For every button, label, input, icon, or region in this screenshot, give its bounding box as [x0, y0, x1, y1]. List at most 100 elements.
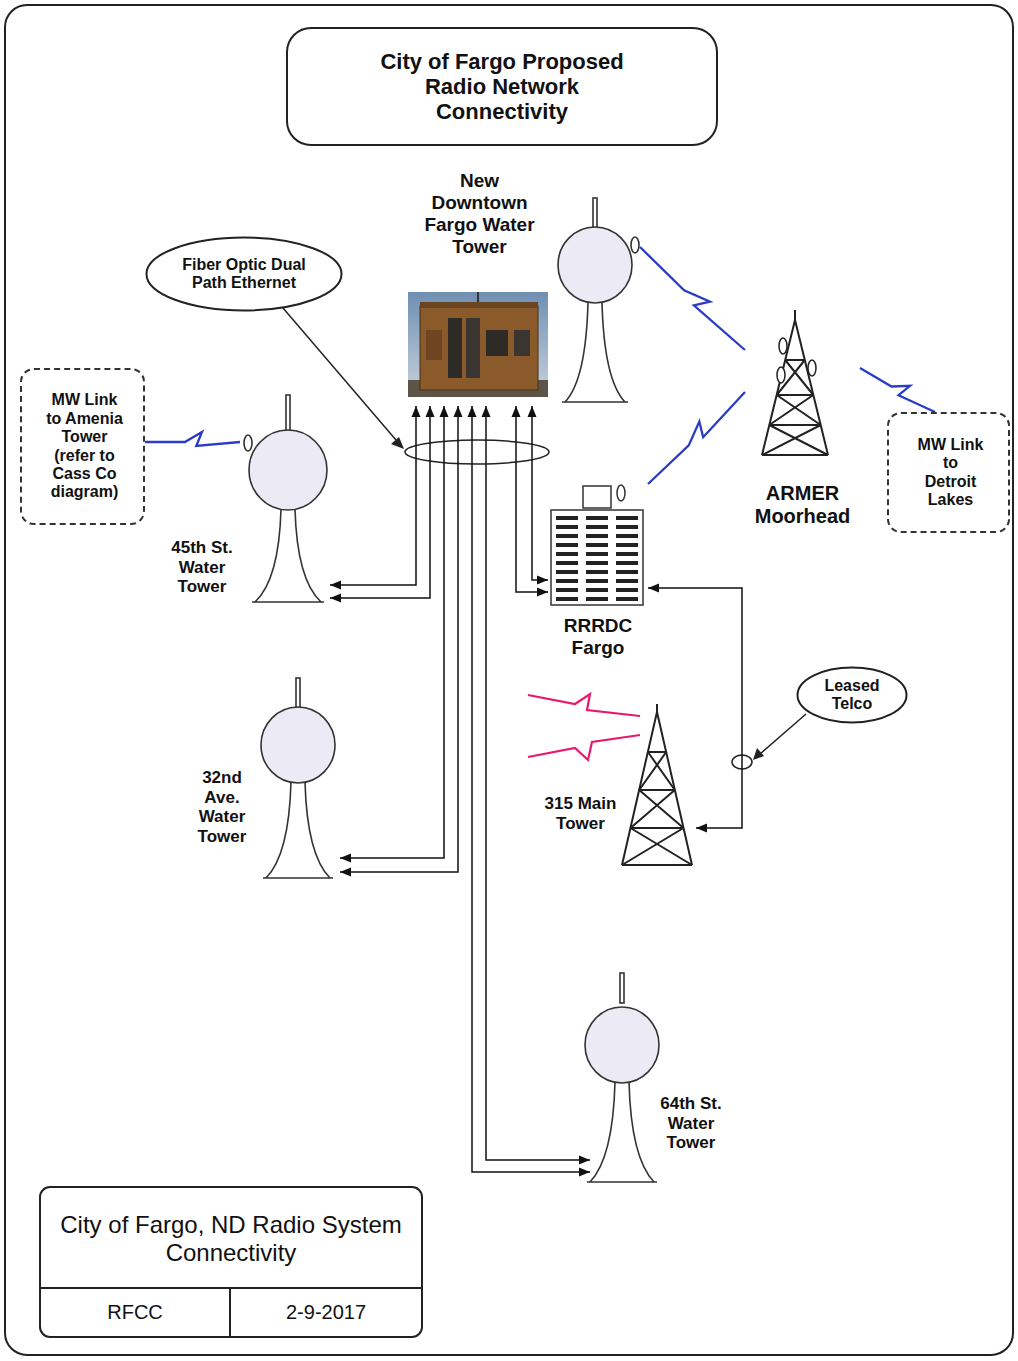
water-tower: 45th St. Water Tower [240, 392, 330, 605]
shelter-photo [408, 292, 548, 397]
arrowhead [482, 406, 491, 417]
title-block-cell: RFCC [46, 1301, 224, 1324]
arrowhead [537, 588, 548, 597]
node-label: 32nd Ave. Water Tower [188, 768, 256, 846]
ellipse-shape [147, 238, 342, 311]
node-text-wrap: New Downtown Fargo Water Tower [417, 170, 542, 257]
node-label: ARMER Moorhead [745, 482, 860, 528]
node-text-wrap: Leased Telco [811, 677, 893, 714]
connector-line [340, 406, 458, 872]
building-icon [551, 485, 643, 605]
external-link-box: MW Link to Amenia Tower (refer to Cass C… [20, 368, 145, 525]
diagram-title: City of Fargo Proposed Radio Network Con… [362, 49, 642, 125]
microwave-link [648, 392, 745, 484]
fiber-link [528, 406, 549, 585]
title-block-caption-wrap: City of Fargo, ND Radio System Connectiv… [59, 1211, 404, 1266]
connector-line [640, 247, 745, 350]
ellipse-shape [798, 668, 907, 723]
arrowhead [537, 576, 548, 585]
connector-line [648, 392, 745, 484]
title-block-cell: 2-9-2017 [236, 1301, 416, 1324]
lattice-tower-icon [622, 704, 692, 865]
arrowhead [454, 406, 463, 417]
callout-ellipse: Fiber Optic Dual Path Ethernet [145, 236, 343, 312]
arrowhead [528, 406, 537, 417]
fiber-link [512, 406, 549, 597]
node-label: 45th St. Water Tower [168, 538, 236, 597]
bundle-ring [405, 440, 549, 464]
microwave-link [145, 432, 240, 446]
arrowhead [579, 1168, 590, 1177]
microwave-link [860, 368, 935, 412]
node-text-wrap: 45th St. Water Tower [168, 538, 236, 597]
external-link-box: MW Link to Detroit Lakes [887, 412, 1010, 533]
radio-signal [528, 694, 640, 760]
arrowhead [340, 868, 351, 877]
radio-tower: 315 Main Tower [538, 708, 696, 868]
fiber-link [468, 406, 591, 1177]
fiber-link [330, 406, 421, 590]
node-label: MW Link to Amenia Tower (refer to Cass C… [43, 391, 127, 501]
radio-tower: ARMER Moorhead [745, 316, 860, 540]
node-label: New Downtown Fargo Water Tower [417, 170, 542, 257]
node-text-wrap: MW Link to Amenia Tower (refer to Cass C… [43, 391, 127, 501]
title-block-cell-wrap: RFCC [46, 1301, 224, 1324]
fiber-link [482, 406, 591, 1165]
node-text-wrap: MW Link to Detroit Lakes [917, 436, 985, 510]
connector-line [516, 406, 548, 592]
water-tower: 64th St. Water Tower [590, 970, 725, 1182]
connector-line [330, 406, 416, 585]
title-block-caption: City of Fargo, ND Radio System Connectiv… [59, 1211, 404, 1266]
leader-line [283, 308, 404, 449]
microwave-link [640, 247, 745, 350]
water-tower-icon [585, 973, 659, 1182]
telco-link [648, 584, 742, 833]
node-label: Fiber Optic Dual Path Ethernet [164, 256, 324, 293]
connector-line [860, 368, 935, 412]
arrowhead [579, 1156, 590, 1165]
fiber-link [330, 406, 435, 603]
title-block [40, 1187, 422, 1337]
node-label: 64th St. Water Tower [657, 1094, 725, 1153]
water-tower: 32nd Ave. Water Tower [262, 674, 340, 880]
node-label: RRRDC Fargo [548, 615, 648, 659]
arrowhead [330, 581, 341, 590]
water-tower-icon [261, 678, 335, 878]
arrowhead [412, 406, 421, 417]
connector-line [648, 588, 742, 828]
fiber-link [340, 406, 463, 877]
connector-line [145, 432, 240, 446]
arrowhead [512, 406, 521, 417]
node-label: 315 Main Tower [538, 794, 623, 833]
node-text-wrap: 64th St. Water Tower [657, 1094, 725, 1153]
connector-line [486, 406, 590, 1160]
leader-line [753, 714, 806, 760]
connector-line [472, 406, 590, 1172]
title-box [287, 28, 717, 145]
arrowhead [468, 406, 477, 417]
connector-line [340, 406, 444, 858]
fiber-link [340, 406, 449, 863]
arrowhead [340, 854, 351, 863]
node-text-wrap: Fiber Optic Dual Path Ethernet [164, 256, 324, 293]
arrowhead [696, 824, 707, 833]
lattice-tower-icon [762, 310, 828, 455]
arrowhead [440, 406, 449, 417]
node-label: MW Link to Detroit Lakes [917, 436, 985, 510]
arrowhead [426, 406, 435, 417]
page-border [5, 5, 1013, 1355]
node-text-wrap: ARMER Moorhead [745, 482, 860, 528]
data-center: RRRDC Fargo [548, 480, 648, 668]
arrowhead [648, 584, 659, 593]
node-text-wrap: RRRDC Fargo [548, 615, 648, 659]
connector-line [330, 406, 430, 598]
node-text-wrap: 315 Main Tower [538, 794, 623, 833]
connector-line [532, 406, 548, 580]
diagram-title-wrap: City of Fargo Proposed Radio Network Con… [362, 49, 642, 125]
node-text-wrap: 32nd Ave. Water Tower [188, 768, 256, 846]
title-block-cell-wrap: 2-9-2017 [236, 1301, 416, 1324]
node-label: Leased Telco [811, 677, 893, 714]
callout-ellipse: Leased Telco [796, 666, 908, 724]
